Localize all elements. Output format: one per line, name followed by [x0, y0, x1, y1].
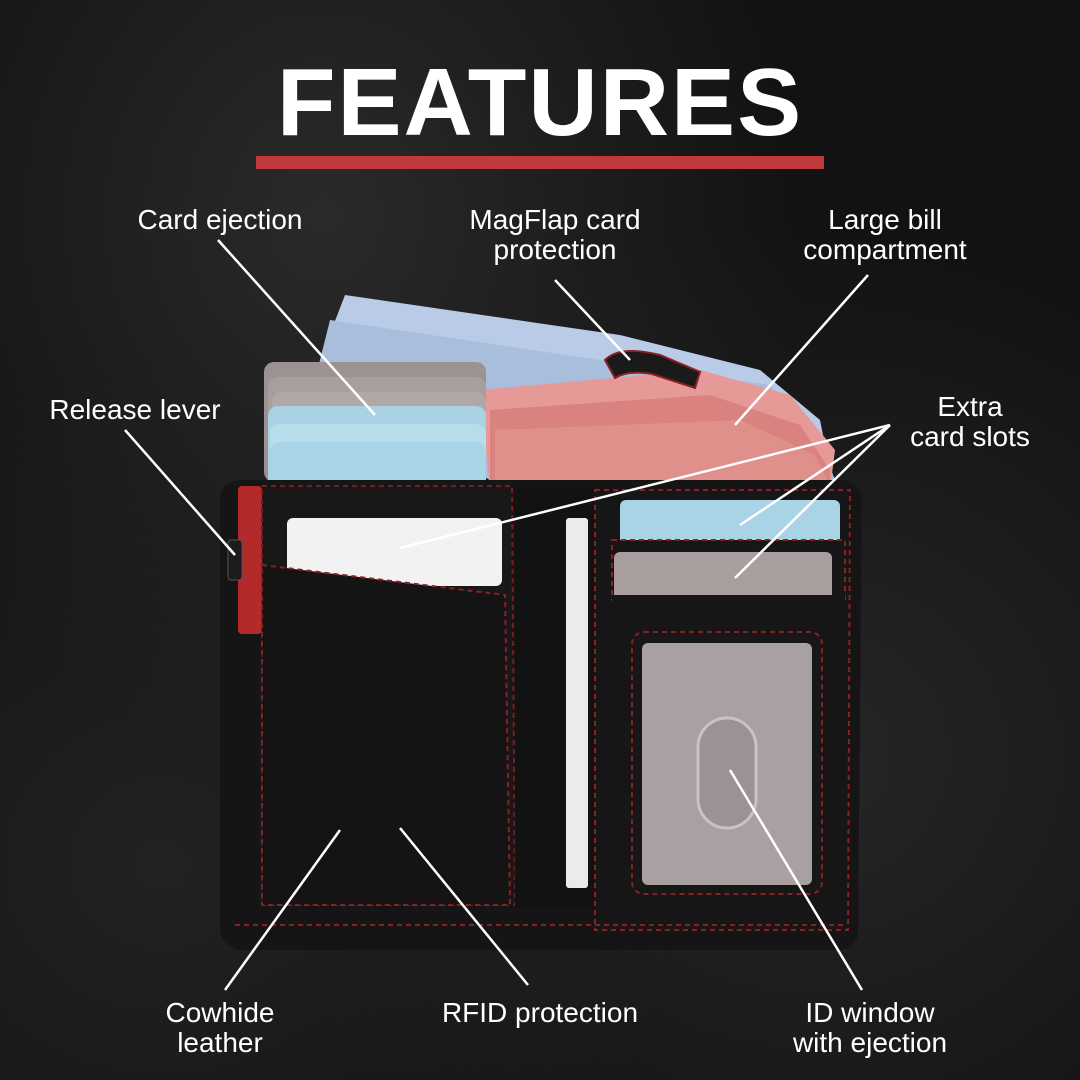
label-id-window: ID window with ejection	[792, 997, 948, 1058]
title-underline-bar	[256, 156, 824, 169]
line-release-lever	[124, 429, 236, 556]
label-cowhide: Cowhide leather	[165, 997, 275, 1058]
line-large-bill	[734, 274, 869, 426]
line-id-window	[728, 769, 864, 991]
label-magflap: MagFlap card protection	[469, 204, 641, 265]
line-extra-slots-2	[739, 423, 891, 527]
label-release-lever: Release lever	[49, 394, 221, 425]
page-title: FEATURES	[276, 49, 804, 156]
wallet-body	[220, 480, 862, 950]
ejected-cards	[264, 362, 486, 496]
line-extra-slots-1	[399, 423, 891, 550]
label-extra-slots: Extra card slots	[910, 391, 1030, 452]
callout-lines	[124, 239, 891, 991]
line-cowhide	[223, 829, 342, 991]
label-large-bill: Large bill compartment	[803, 204, 967, 265]
label-rfid: RFID protection	[441, 997, 639, 1028]
line-rfid	[399, 827, 529, 986]
label-card-ejection: Card ejection	[137, 204, 303, 235]
line-magflap	[554, 279, 631, 361]
line-card-ejection	[217, 239, 376, 416]
line-extra-slots-3	[734, 424, 891, 579]
